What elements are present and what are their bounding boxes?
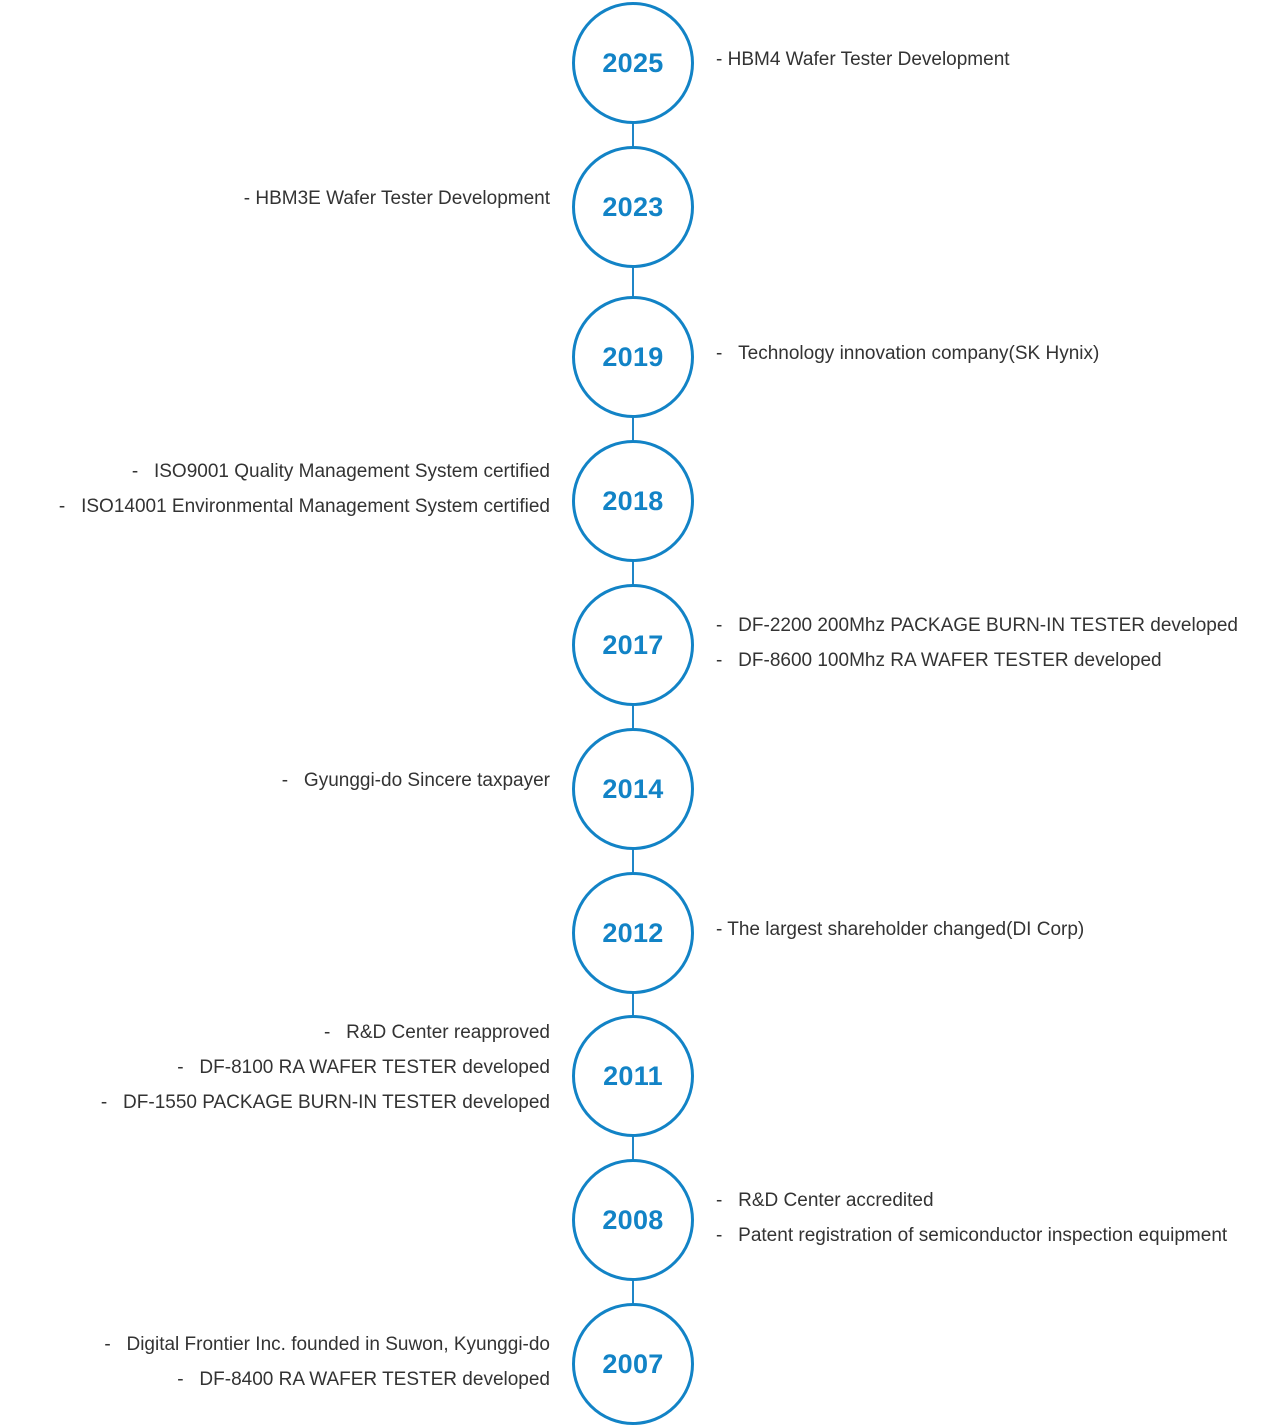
event-item: - HBM4 Wafer Tester Development xyxy=(716,49,1010,70)
event-item: - DF-1550 PACKAGE BURN-IN TESTER develop… xyxy=(100,1092,550,1113)
year-badge: 2007 xyxy=(572,1303,694,1425)
event-list: - Digital Frontier Inc. founded in Suwon… xyxy=(104,1327,550,1397)
event-item: - DF-2200 200Mhz PACKAGE BURN-IN TESTER … xyxy=(716,615,1238,636)
year-badge: 2023 xyxy=(572,146,694,268)
year-badge: 2012 xyxy=(572,872,694,994)
timeline-axis-line xyxy=(632,60,634,1360)
event-list: - The largest shareholder changed(DI Cor… xyxy=(716,912,1084,947)
event-item: - DF-8600 100Mhz RA WAFER TESTER develop… xyxy=(716,650,1162,671)
event-list: - HBM3E Wafer Tester Development xyxy=(244,181,550,216)
year-badge: 2025 xyxy=(572,2,694,124)
event-list: - ISO9001 Quality Management System cert… xyxy=(59,454,550,524)
year-badge: 2018 xyxy=(572,440,694,562)
event-item: - ISO14001 Environmental Management Syst… xyxy=(58,496,550,517)
event-item: - DF-8100 RA WAFER TESTER developed xyxy=(177,1057,550,1078)
year-badge: 2014 xyxy=(572,728,694,850)
event-item: - ISO9001 Quality Management System cert… xyxy=(131,461,550,482)
event-item: - R&D Center accredited xyxy=(716,1190,934,1211)
event-list: - Gyunggi-do Sincere taxpayer xyxy=(282,763,550,798)
event-item: - Patent registration of semiconductor i… xyxy=(716,1225,1228,1246)
event-list: - HBM4 Wafer Tester Development xyxy=(716,42,1010,77)
event-item: - Gyunggi-do Sincere taxpayer xyxy=(281,770,550,791)
event-item: - DF-8400 RA WAFER TESTER developed xyxy=(177,1369,550,1390)
event-item: - Technology innovation company(SK Hynix… xyxy=(716,343,1100,364)
event-item: - The largest shareholder changed(DI Cor… xyxy=(716,919,1085,940)
year-badge: 2019 xyxy=(572,296,694,418)
year-badge: 2008 xyxy=(572,1159,694,1281)
year-badge: 2011 xyxy=(572,1015,694,1137)
event-list: - Technology innovation company(SK Hynix… xyxy=(716,336,1099,371)
event-list: - R&D Center reapproved - DF-8100 RA WAFE… xyxy=(101,1015,550,1120)
event-list: - R&D Center accredited - Patent registra… xyxy=(716,1183,1227,1253)
event-item: - R&D Center reapproved xyxy=(324,1022,550,1043)
event-item: - Digital Frontier Inc. founded in Suwon… xyxy=(104,1334,550,1355)
event-list: - DF-2200 200Mhz PACKAGE BURN-IN TESTER … xyxy=(716,608,1238,678)
event-item: - HBM3E Wafer Tester Development xyxy=(243,188,550,209)
year-badge: 2017 xyxy=(572,584,694,706)
